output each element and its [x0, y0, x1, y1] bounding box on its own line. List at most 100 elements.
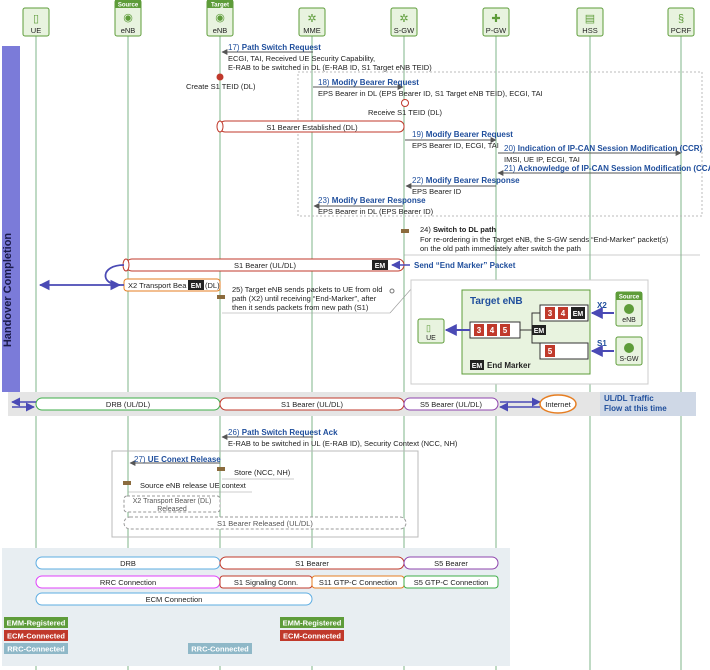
- svg-text:ECM-Connected: ECM-Connected: [7, 632, 65, 641]
- entity-name: HSS: [582, 26, 597, 35]
- svg-text:S1 Bearer Established (DL): S1 Bearer Established (DL): [266, 123, 358, 132]
- svg-text:ECGI, TAI, Received UE Securit: ECGI, TAI, Received UE Security Capabili…: [228, 54, 375, 63]
- step-22: 22) Modify Bearer Response EPS Bearer ID: [405, 176, 520, 196]
- step-23: 23) Modify Bearer Response EPS Bearer in…: [313, 196, 434, 216]
- svg-text:For re-ordering in the Target: For re-ordering in the Target eNB, the S…: [420, 235, 669, 244]
- antenna-icon: ◉: [215, 12, 225, 24]
- traffic-flow-band: DRB (UL/DL) S1 Bearer (UL/DL) S5 Bearer …: [8, 392, 696, 416]
- svg-text:S11 GTP-C Connection: S11 GTP-C Connection: [319, 578, 397, 587]
- step-18: 18) Modify Bearer Request EPS Bearer in …: [313, 78, 543, 117]
- svg-text:(DL): (DL): [205, 281, 220, 290]
- svg-text:EPS Bearer ID, ECGI, TAI: EPS Bearer ID, ECGI, TAI: [412, 141, 499, 150]
- svg-text:EM: EM: [573, 311, 584, 318]
- svg-text:X2 Transport Bea: X2 Transport Bea: [128, 281, 187, 290]
- svg-text:E-RAB to be switched in UL (E-: E-RAB to be switched in UL (E-RAB ID), S…: [228, 439, 458, 448]
- svg-text:4: 4: [561, 309, 566, 318]
- antenna-icon: [624, 304, 634, 314]
- summary-panel: DRB S1 Bearer S5 Bearer RRC Connection S…: [2, 548, 510, 666]
- svg-text:then it sends packets from new: then it sends packets from new path (S1): [232, 303, 369, 312]
- svg-text:Store (NCC, NH): Store (NCC, NH): [234, 468, 291, 477]
- step-17: 17) Path Switch Request ECGI, TAI, Recei…: [186, 43, 432, 91]
- step-21: 21) Acknowledge of IP-CAN Session Modifi…: [497, 164, 710, 176]
- svg-text:21) Acknowledge of IP-CAN Sess: 21) Acknowledge of IP-CAN Session Modifi…: [504, 164, 710, 173]
- svg-text:RRC-Connected: RRC-Connected: [191, 645, 249, 654]
- svg-text:S-GW: S-GW: [619, 356, 638, 363]
- svg-text:RRC Connection: RRC Connection: [100, 578, 156, 587]
- svg-text:ECM-Connected: ECM-Connected: [283, 632, 341, 641]
- svg-text:18) Modify Bearer Request: 18) Modify Bearer Request: [318, 78, 419, 87]
- entity-name: UE: [31, 26, 41, 35]
- svg-text:25) Target eNB sends packets t: 25) Target eNB sends packets to UE from …: [232, 285, 382, 294]
- svg-text:EM: EM: [534, 328, 545, 335]
- entity-name: P-GW: [486, 26, 507, 35]
- entity-role: Target: [211, 3, 229, 9]
- svg-text:S5 GTP-C Connection: S5 GTP-C Connection: [414, 578, 489, 587]
- entity-header: §PCRF: [667, 7, 695, 37]
- entity-name: eNB: [213, 26, 228, 35]
- step-19: 19) Modify Bearer Request EPS Bearer ID,…: [405, 130, 513, 150]
- svg-text:path (X2) until receiving “End: path (X2) until receiving “End-Marker”, …: [232, 294, 377, 303]
- entity-header: ▤HSS: [576, 7, 604, 37]
- svg-text:Source eNB release UE context: Source eNB release UE context: [140, 481, 247, 490]
- svg-text:EMM-Registered: EMM-Registered: [7, 619, 66, 628]
- svg-text:EPS Bearer ID: EPS Bearer ID: [412, 187, 462, 196]
- svg-text:23) Modify Bearer Response: 23) Modify Bearer Response: [318, 196, 426, 205]
- svg-text:S5 Bearer (UL/DL): S5 Bearer (UL/DL): [420, 400, 483, 409]
- entity-header: Source◉eNB: [114, 0, 142, 37]
- entity-header: Target ◉ eNB: [206, 0, 234, 37]
- svg-text:19) Modify Bearer Request: 19) Modify Bearer Request: [412, 130, 513, 139]
- entity-name: eNB: [121, 26, 136, 35]
- svg-text:Flow at this time: Flow at this time: [604, 404, 667, 413]
- svg-text:22) Modify Bearer Response: 22) Modify Bearer Response: [412, 176, 520, 185]
- svg-text:ECM Connection: ECM Connection: [146, 595, 203, 604]
- database-icon: ▤: [585, 13, 595, 25]
- svg-text:S1 Bearer (UL/DL): S1 Bearer (UL/DL): [281, 400, 344, 409]
- policy-icon: §: [678, 13, 684, 25]
- release-box: [111, 450, 419, 538]
- entity-name: PCRF: [671, 26, 692, 35]
- s1-bearer-ul-dl: S1 Bearer (UL/DL) EM Send “End Marker” P…: [104, 258, 516, 291]
- gear-icon: [624, 343, 634, 353]
- svg-text:S1 Bearer: S1 Bearer: [295, 559, 329, 568]
- svg-text:EM: EM: [375, 263, 386, 270]
- svg-text:EPS Bearer in DL (EPS Bearer I: EPS Bearer in DL (EPS Bearer ID, S1 Targ…: [318, 89, 543, 98]
- svg-text:5: 5: [548, 347, 553, 356]
- svg-text:X2: X2: [597, 301, 607, 310]
- entity-name: S-GW: [394, 26, 415, 35]
- svg-text:3: 3: [477, 326, 482, 335]
- svg-text:5: 5: [503, 326, 508, 335]
- svg-text:S1 Bearer Released (UL/DL): S1 Bearer Released (UL/DL): [217, 519, 313, 528]
- step-25: 25) Target eNB sends packets to UE from …: [217, 285, 413, 314]
- end-marker-inset: Target eNB 3 4 EM 5 EM 3 4 5 ▯ UE EM End…: [410, 279, 649, 385]
- svg-text:EM: EM: [472, 363, 483, 370]
- svg-text:S1 Bearer (UL/DL): S1 Bearer (UL/DL): [234, 261, 297, 270]
- entity-header: ✚P-GW: [482, 7, 510, 37]
- svg-text:Released: Released: [157, 506, 187, 513]
- svg-text:eNB: eNB: [622, 317, 636, 324]
- svg-text:X2 Transport Bearer (DL): X2 Transport Bearer (DL): [133, 498, 212, 505]
- svg-text:S5 Bearer: S5 Bearer: [434, 559, 468, 568]
- step-27: 27) UE Conext Release Store (NCC, NH) So…: [123, 455, 407, 530]
- phase-label: Handover Completion: [2, 233, 14, 348]
- svg-text:End Marker: End Marker: [487, 361, 531, 370]
- step-26: 26) Path Switch Request Ack E-RAB to be …: [221, 428, 458, 448]
- svg-text:Receive S1 TEID (DL): Receive S1 TEID (DL): [368, 108, 443, 117]
- state-badges: EMM-Registered ECM-Connected RRC-Connect…: [4, 617, 344, 654]
- sgw-exchange-box: [297, 71, 703, 217]
- antenna-icon: ◉: [123, 12, 133, 24]
- svg-text:4: 4: [490, 326, 495, 335]
- svg-text:EMM-Registered: EMM-Registered: [283, 619, 342, 628]
- gear-icon: ✲: [307, 13, 316, 25]
- step-24: 24) Switch to DL path For re-ordering in…: [401, 225, 700, 256]
- create-teid-label: Create S1 TEID (DL): [186, 82, 256, 91]
- phase-bracket: Handover Completion: [2, 46, 20, 392]
- svg-text:17) Path Switch Request: 17) Path Switch Request: [228, 43, 321, 52]
- svg-text:S1 Signaling Conn.: S1 Signaling Conn.: [234, 578, 298, 587]
- svg-text:RRC-Connected: RRC-Connected: [7, 645, 65, 654]
- svg-text:24) Switch to DL path: 24) Switch to DL path: [420, 225, 497, 234]
- svg-text:IMSI, UE IP, ECGI, TAI: IMSI, UE IP, ECGI, TAI: [504, 155, 580, 164]
- svg-text:Target eNB: Target eNB: [470, 296, 523, 307]
- svg-text:E-RAB to be switched in DL (E-: E-RAB to be switched in DL (E-RAB ID, S1…: [228, 63, 432, 72]
- entity-header: ▯UE: [22, 7, 50, 37]
